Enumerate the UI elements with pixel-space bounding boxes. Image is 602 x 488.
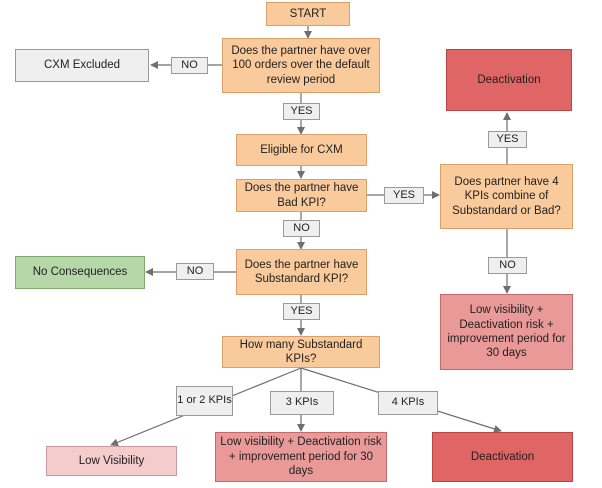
low-visibility-deactivation-risk-node: Low visibility + Deactivation risk + imp… [215, 432, 387, 482]
deactivation-top-node: Deactivation [446, 49, 572, 111]
edge-label-yes: YES [488, 131, 527, 148]
edge-label-1-or-2-kpis: 1 or 2 KPIs [176, 386, 233, 416]
edge-label-no: NO [488, 257, 527, 274]
edge-label-yes: YES [384, 187, 424, 204]
cxm-excluded-node: CXM Excluded [15, 49, 149, 82]
eligible-node: Eligible for CXM [236, 134, 367, 166]
start-node: START [266, 2, 350, 26]
edge-label-no: NO [171, 57, 208, 74]
orders-decision-node: Does the partner have over 100 orders ov… [222, 38, 380, 93]
substandard-decision-node: Does the partner have Substandard KPI? [236, 249, 367, 295]
no-consequences-node: No Consequences [15, 256, 145, 289]
edge-label-yes: YES [283, 303, 320, 320]
low-visibility-node: Low Visibility [46, 446, 177, 476]
low-visibility-deactivation-risk-right-node: Low visibility + Deactivation risk + imp… [440, 294, 573, 370]
edge-label-4-kpis: 4 KPIs [378, 391, 438, 415]
edge-label-no: NO [176, 263, 214, 280]
bad-kpi-decision-node: Does the partner have Bad KPI? [236, 179, 367, 212]
four-kpis-decision-node: Does partner have 4 KPIs combine of Subs… [440, 164, 573, 229]
deactivation-bottom-node: Deactivation [432, 432, 573, 482]
edge-label-yes: YES [283, 103, 320, 120]
edge-label-3-kpis: 3 KPIs [270, 391, 334, 415]
how-many-decision-node: How many Substandard KPIs? [222, 336, 380, 368]
edge-label-no: NO [283, 220, 320, 237]
